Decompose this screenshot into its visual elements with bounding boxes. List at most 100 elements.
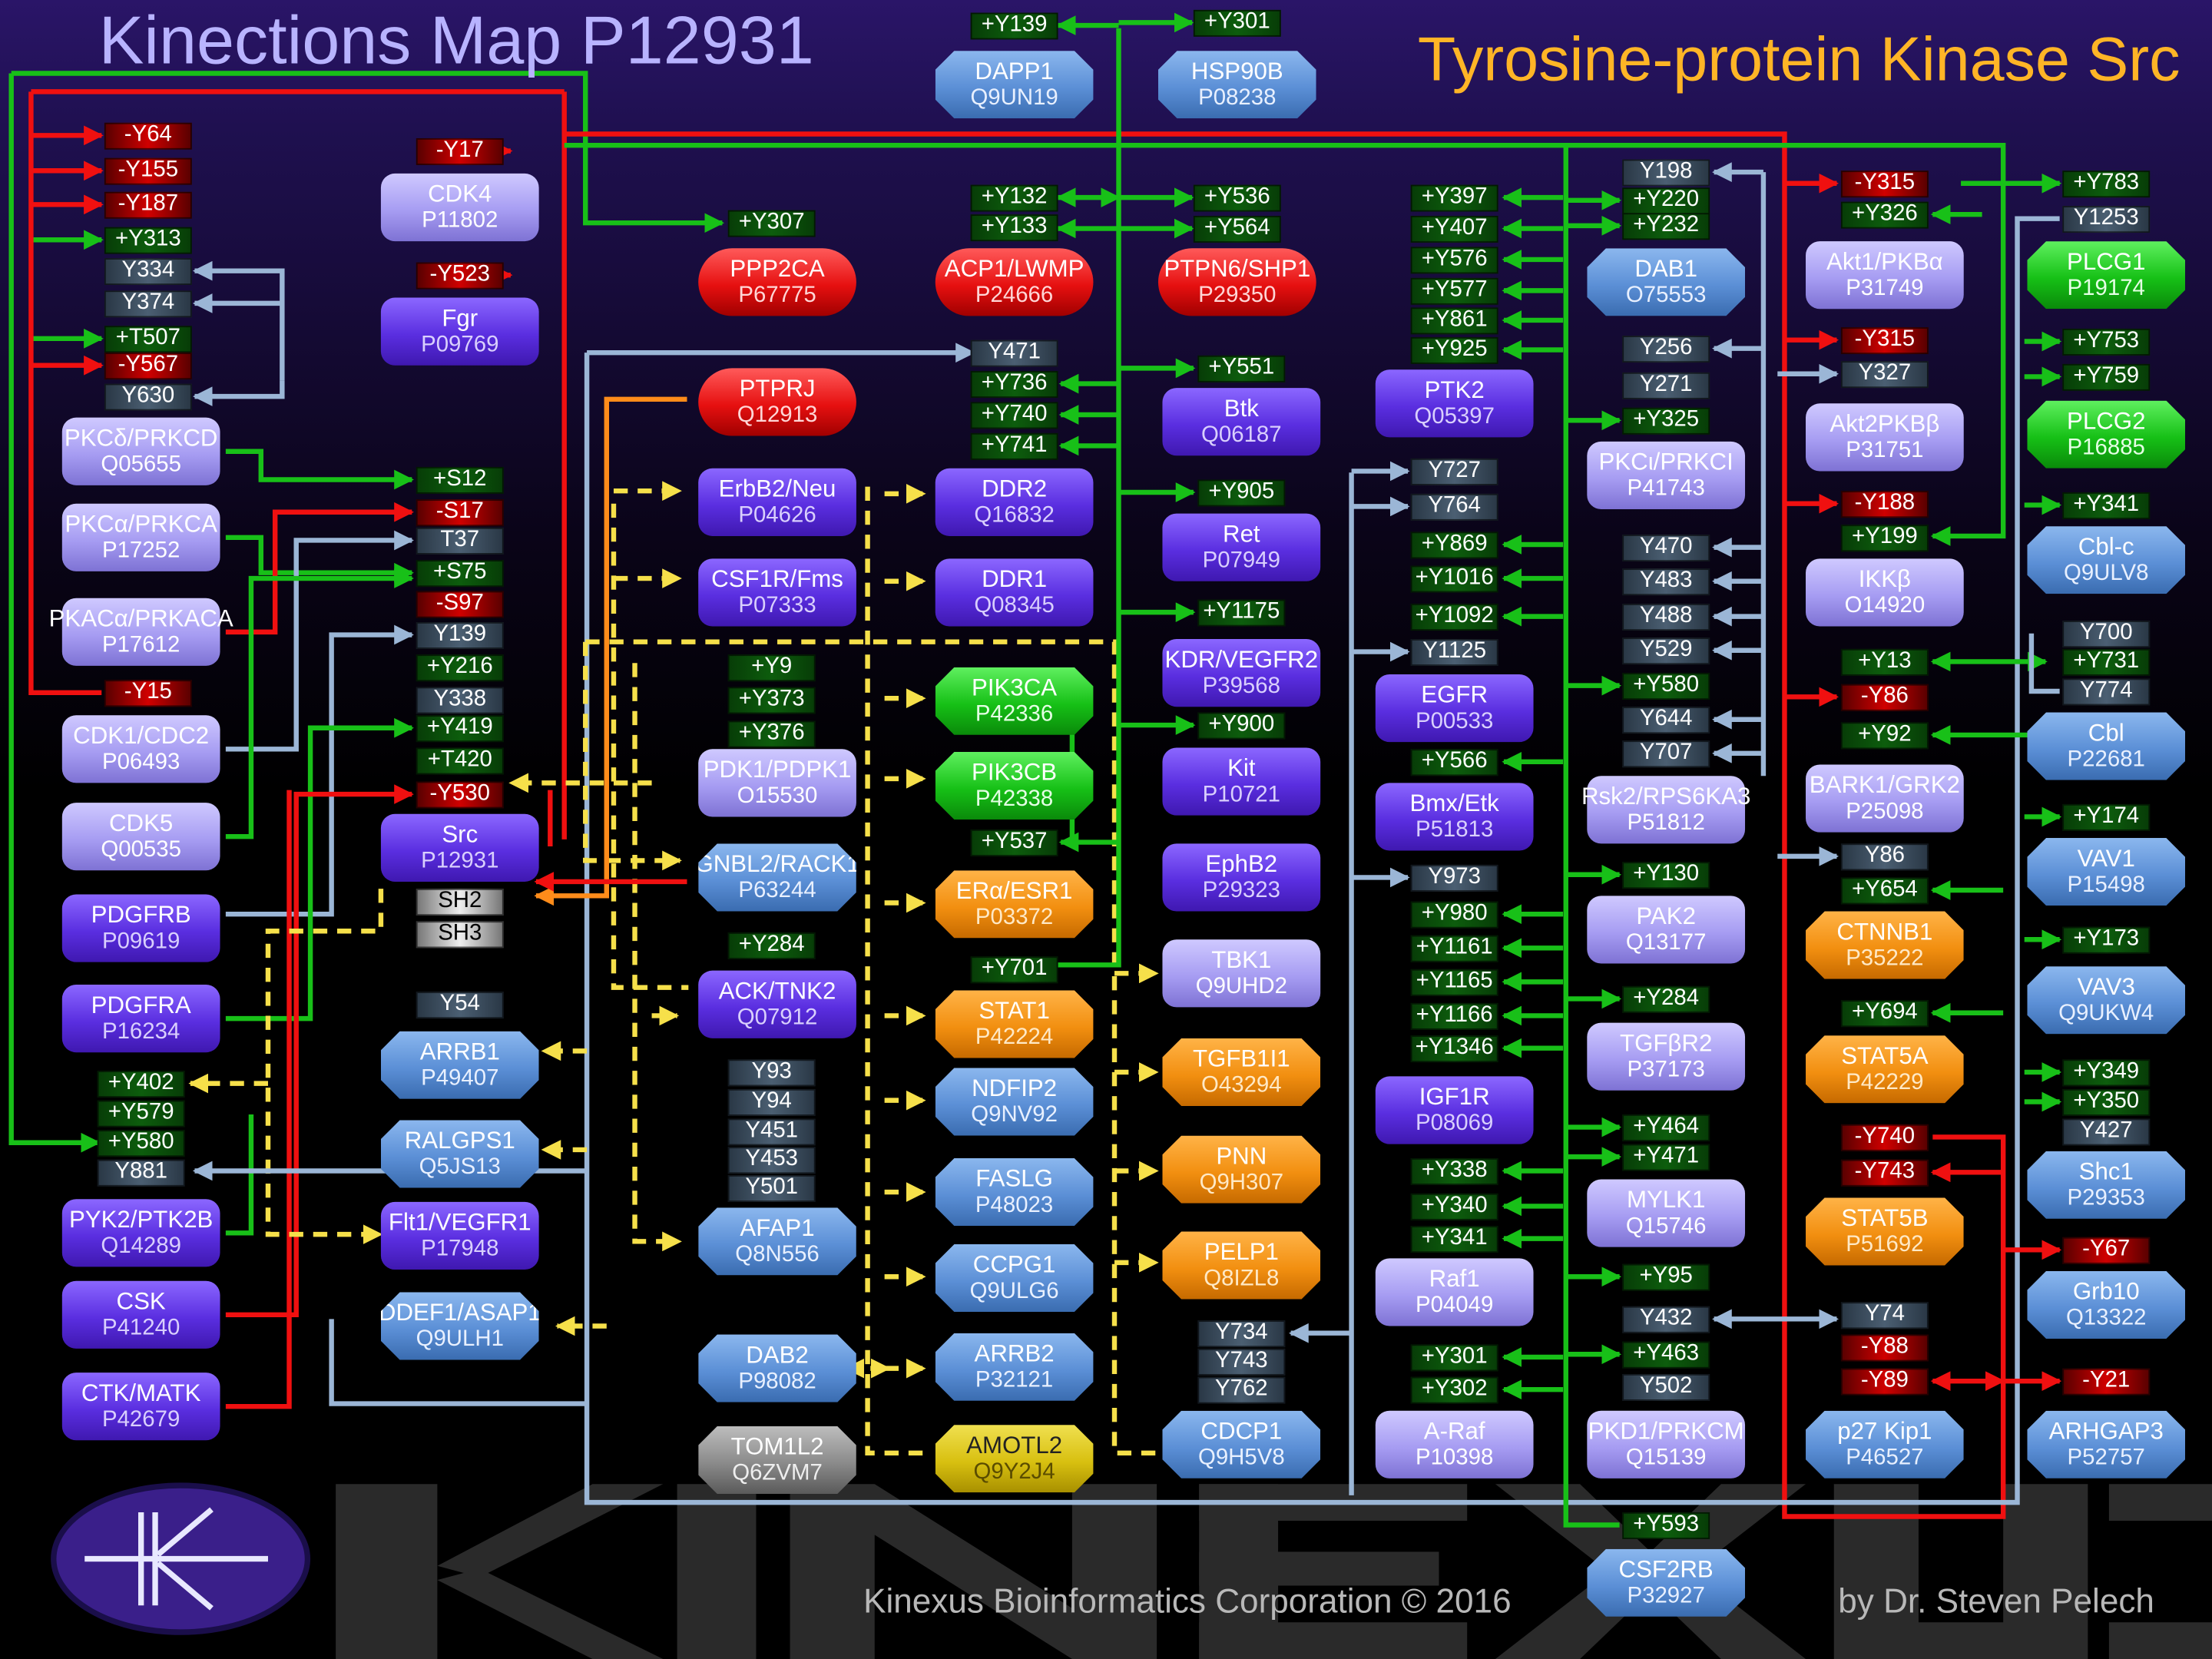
node-accession: Q06187	[1201, 422, 1282, 447]
node-name: PNN	[1216, 1142, 1267, 1170]
node-accession: P51692	[1846, 1232, 1924, 1257]
link-g	[8, 73, 101, 1153]
node-accession: P22681	[2067, 747, 2145, 771]
node-name: IKKβ	[1858, 565, 1912, 593]
node-accession: Q13177	[1625, 930, 1707, 955]
phospho-site: Y139	[416, 621, 504, 648]
phospho-site: +Y92	[1840, 721, 1929, 749]
phospho-site: +Y980	[1410, 900, 1498, 928]
phospho-site: +Y341	[1410, 1225, 1498, 1253]
node-accession: O14920	[1844, 593, 1926, 618]
link-y	[611, 503, 689, 990]
link-g	[225, 568, 414, 839]
link-g	[564, 142, 2006, 546]
node-accession: P32927	[1627, 1583, 1705, 1608]
phospho-site: +Y654	[1840, 876, 1929, 904]
